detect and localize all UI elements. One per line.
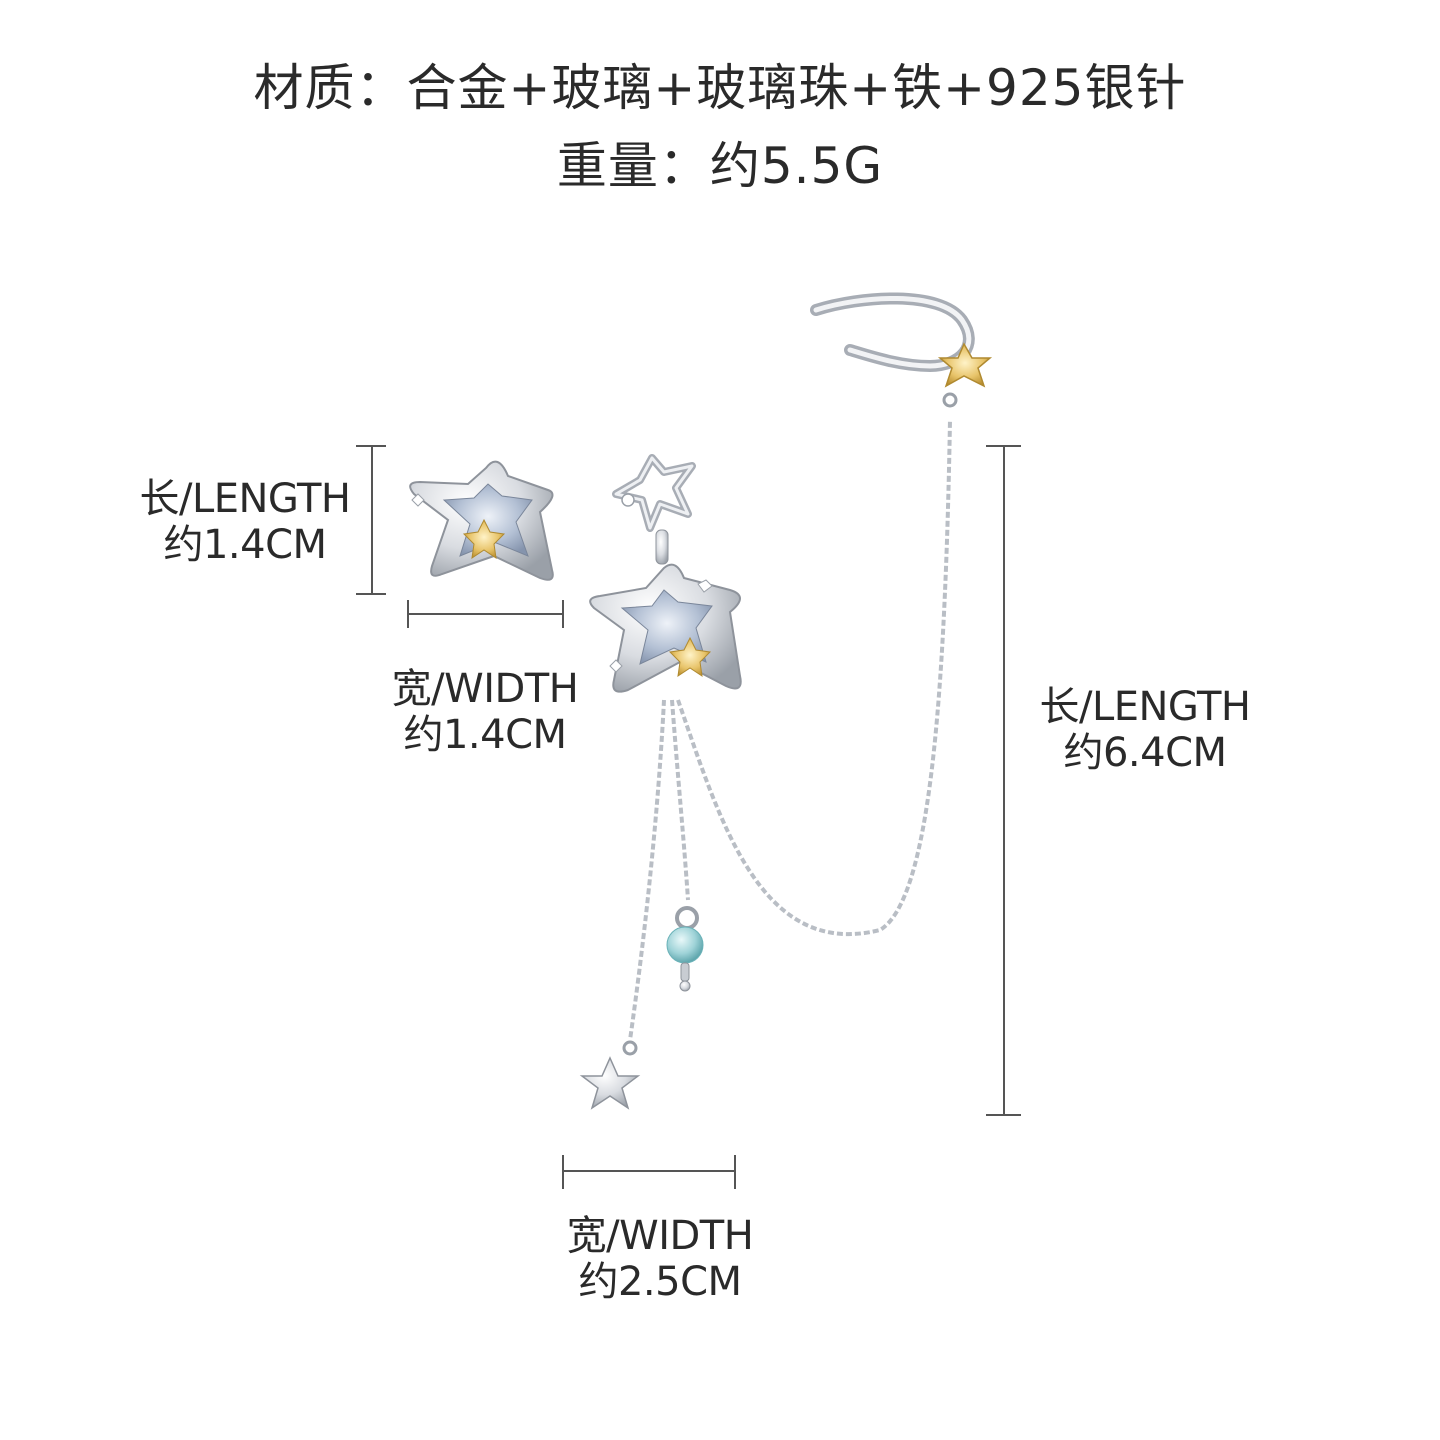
drop-width-value: 约2.5CM [578, 1259, 742, 1305]
stud-length-label: 长/LENGTH [139, 476, 351, 522]
stud-length-value: 约1.4CM [163, 522, 327, 568]
cuff-length-value: 约6.4CM [1063, 730, 1227, 776]
material-text: 材质：合金+玻璃+玻璃珠+铁+925银针 [253, 59, 1187, 117]
drop-width-label: 宽/WIDTH [566, 1213, 754, 1259]
cuff-length-label: 长/LENGTH [1039, 684, 1251, 730]
drop-width-measure [562, 1155, 736, 1189]
stud-earring [409, 460, 554, 581]
cuff-length-measure [986, 445, 1021, 1116]
stud-width-label: 宽/WIDTH [391, 666, 579, 712]
stud-length-measure [356, 445, 386, 595]
weight-text: 重量：约5.5G [556, 137, 884, 195]
stud-width-value: 约1.4CM [403, 712, 567, 758]
drop-earring [579, 419, 952, 1110]
stud-width-measure [407, 600, 564, 628]
ear-cuff [810, 292, 993, 408]
